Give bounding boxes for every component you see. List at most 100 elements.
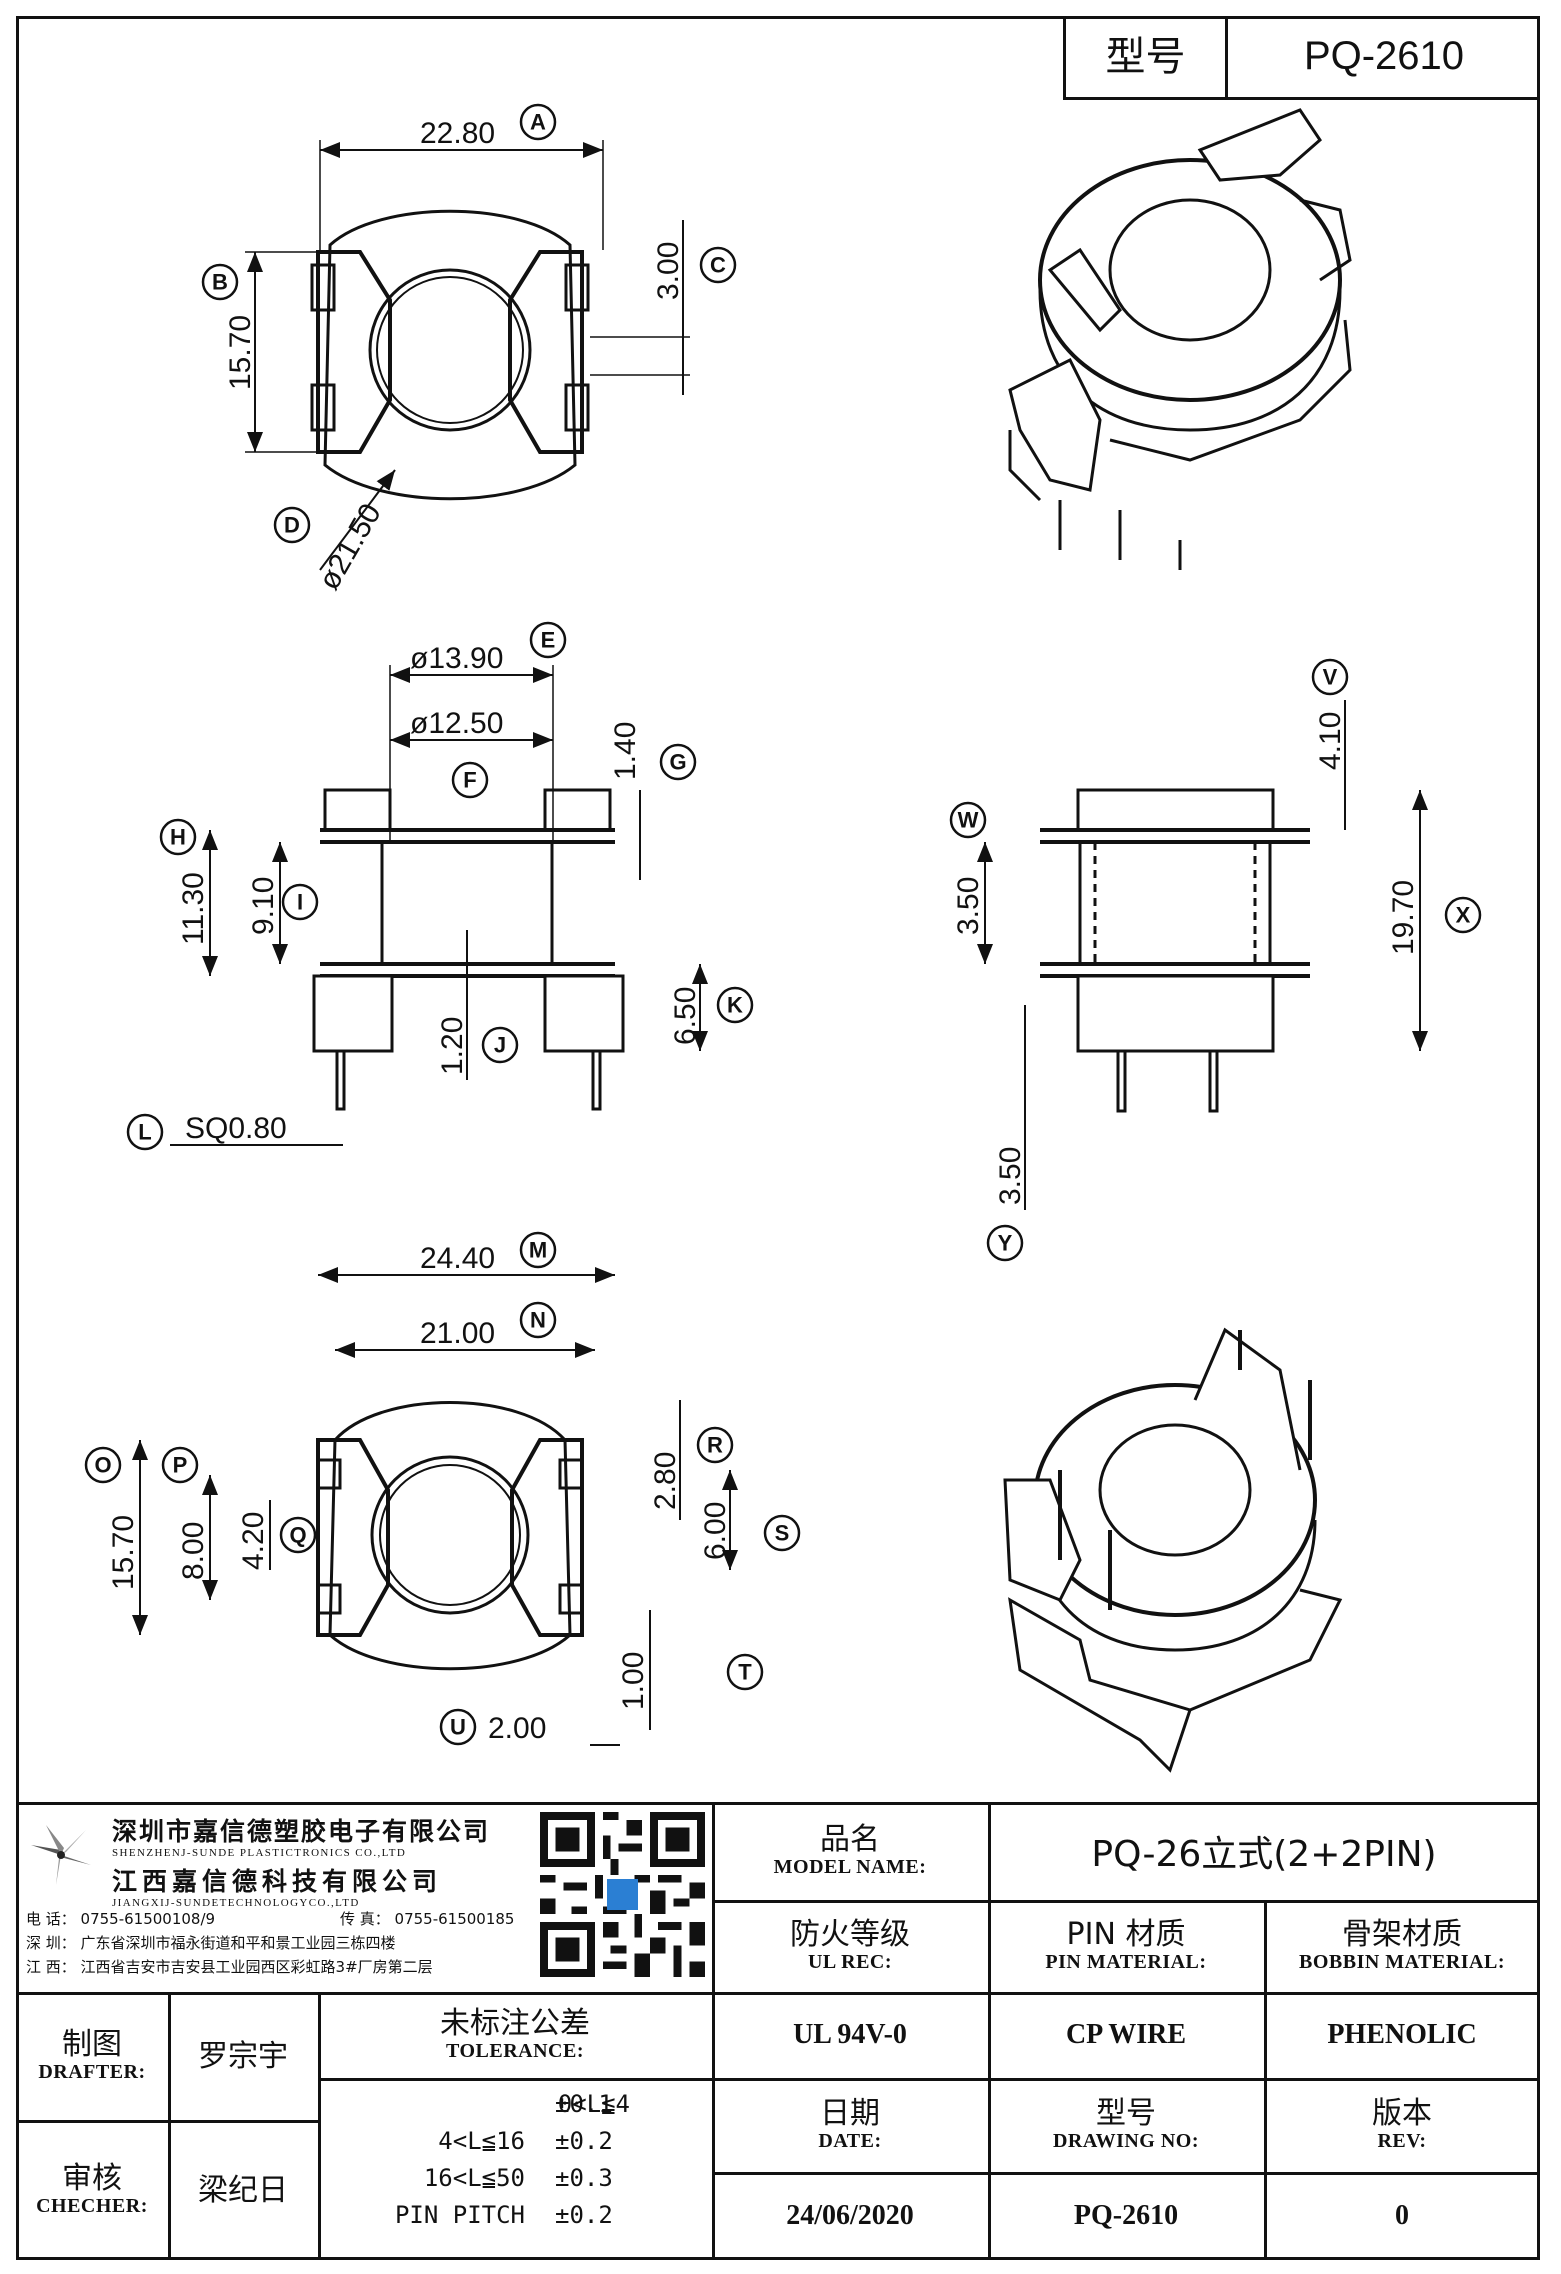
tolerance-value-2: ±0.3 <box>555 2164 613 2192</box>
dim-callout-circle-j <box>481 1026 519 1064</box>
dim-line-d <box>319 469 396 571</box>
dim-value-q: 4.20 <box>237 1512 270 1570</box>
iso-view-top <box>1008 108 1352 570</box>
drafter-col-divider <box>168 1992 171 2260</box>
tolerance-value-0: ±0.1 <box>555 2090 613 2118</box>
top-view-flange-outline <box>323 209 577 501</box>
dim-callout-letter-m: M <box>529 1238 547 1263</box>
front-view <box>170 665 708 1146</box>
drafter-label-cn: 制图 <box>62 2027 122 2062</box>
bottom-view <box>132 1267 738 1746</box>
product-name-label-cn: 品名 <box>820 1822 880 1857</box>
company-fax: 传 真： 0755-61500185 <box>340 1910 515 1928</box>
front-top-flange-right <box>543 788 612 832</box>
dim-callout-circle-k <box>716 986 754 1024</box>
dim-callout-letter-u: U <box>450 1715 466 1740</box>
product-name-label-cell: 品名 MODEL NAME: <box>712 1802 988 1900</box>
dim-callout-letter-l: L <box>138 1120 151 1145</box>
drawing-no-label-en: DRAWING NO: <box>1052 2130 1200 2152</box>
date-label-en: DATE: <box>818 2130 882 2152</box>
dim-callout-letter-e: E <box>541 628 556 653</box>
product-name-label-en: MODEL NAME: <box>773 1856 927 1878</box>
drafter-label-en: DRAFTER: <box>38 2061 146 2083</box>
dim-callout-circle-h <box>159 818 197 856</box>
tolerance-header-cell: 未标注公差 TOLERANCE: <box>318 1992 712 2078</box>
dim-callout-circle-d <box>273 506 311 544</box>
top-view-right-tab-2 <box>564 383 590 432</box>
top-view-core-hole <box>368 268 532 432</box>
dim-callout-letter-h: H <box>170 825 186 850</box>
date-label-cell: 日期 DATE: <box>712 2078 988 2172</box>
company-address-jiangxi: 江 西： 江西省吉安市吉安县工业园西区彩虹路3#厂房第二层 <box>26 1958 433 1976</box>
dim-callout-letter-t: T <box>738 1660 752 1685</box>
dim-callout-circle-i <box>281 883 319 921</box>
checker-label-cn: 审核 <box>62 2161 122 2196</box>
top-view <box>245 140 690 571</box>
bottom-view-right-slot <box>510 1438 584 1637</box>
iso-view-bottom <box>1003 1327 1343 1773</box>
dim-callout-letter-b: B <box>212 270 228 295</box>
dim-value-t: 1.00 <box>617 1652 650 1710</box>
date-value-cell: 24/06/2020 <box>712 2172 988 2260</box>
top-view-core-hole-inner <box>376 276 524 424</box>
dim-value-s: 6.00 <box>699 1502 732 1560</box>
ul-label-cn: 防火等级 <box>790 1917 910 1952</box>
ul-label-cell: 防火等级 UL REC: <box>712 1900 988 1992</box>
dim-value-w: 3.50 <box>952 877 985 935</box>
company-phone: 电 话： 0755-61500108/9 <box>26 1910 216 1928</box>
drawing-no-value: PQ-2610 <box>1073 2200 1179 2231</box>
dim-callout-letter-y: Y <box>998 1231 1013 1256</box>
dim-callout-letter-s: S <box>775 1521 790 1546</box>
dim-callout-letter-j: J <box>494 1033 506 1058</box>
front-bottom-flange-right <box>543 974 625 1053</box>
dim-callout-circle-n <box>519 1301 557 1339</box>
technical-drawing: 22.80A15.70B3.00Cø21.50Dø13.90Eø12.50F1.… <box>84 103 1482 1773</box>
title-block-mid-line <box>16 1992 1540 1995</box>
title-block-col-1 <box>712 1802 715 2260</box>
checker-label-cell: 审核 CHECHER: <box>16 2120 168 2260</box>
dim-callout-circle-q <box>279 1516 317 1554</box>
dim-value-f: ø12.50 <box>410 707 503 740</box>
info-row-divider-3 <box>712 2172 1540 2175</box>
dim-value-a: 22.80 <box>420 117 495 150</box>
tolerance-value-1: ±0.2 <box>555 2127 613 2155</box>
dim-callout-circle-y <box>986 1224 1024 1262</box>
dim-value-p: 8.00 <box>177 1522 210 1580</box>
bottom-view-flange-outline <box>328 1401 572 1671</box>
drawing-no-label-cell: 型号 DRAWING NO: <box>988 2078 1264 2172</box>
dim-value-x: 19.70 <box>1387 880 1420 955</box>
company-name-shenzhen: 深圳市嘉信德塑胶电子有限公司 <box>112 1817 491 1846</box>
title-block-col-3 <box>1264 1900 1267 2260</box>
dim-value-n: 21.00 <box>420 1317 495 1350</box>
company-name-shenzhen-en: SHENZHENJ-SUNDE PLASTICTRONICS CO.,LTD <box>112 1847 407 1859</box>
bottom-view-core-hole-inner <box>379 1464 521 1606</box>
top-view-right-slot <box>508 250 584 454</box>
dim-callout-letter-v: V <box>1323 665 1338 690</box>
side-bottom-flange <box>1076 974 1275 1053</box>
dim-value-g: 1.40 <box>609 722 642 780</box>
product-name-value-cell: PQ-26立式(2+2PIN) <box>988 1802 1540 1900</box>
dim-value-d: ø21.50 <box>312 498 387 595</box>
dim-callout-circle-l <box>126 1113 164 1151</box>
dim-callout-circle-v <box>1311 658 1349 696</box>
front-pin-left <box>335 1049 346 1111</box>
dim-value-i: 9.10 <box>247 877 280 935</box>
bottom-pin-pad-1 <box>316 1458 342 1490</box>
model-value-cell: PQ-2610 <box>1225 16 1540 100</box>
dim-value-o: 15.70 <box>107 1515 140 1590</box>
drafter-checker-divider <box>16 2120 318 2123</box>
dim-callout-circle-b <box>201 263 239 301</box>
dim-value-l: SQ0.80 <box>185 1112 287 1145</box>
dim-callout-letter-r: R <box>707 1433 723 1458</box>
tolerance-label-en: TOLERANCE: <box>446 2040 584 2062</box>
dim-callout-circle-t <box>726 1653 764 1691</box>
dim-callout-letter-w: W <box>958 808 979 833</box>
rev-value-cell: 0 <box>1264 2172 1540 2260</box>
dim-callout-circle-s <box>763 1514 801 1552</box>
checker-label-en: CHECHER: <box>36 2195 148 2217</box>
dim-callout-letter-f: F <box>463 768 476 793</box>
info-row-divider-1 <box>712 1900 1540 1903</box>
pin-material-label-cell: PIN 材质 PIN MATERIAL: <box>988 1900 1264 1992</box>
